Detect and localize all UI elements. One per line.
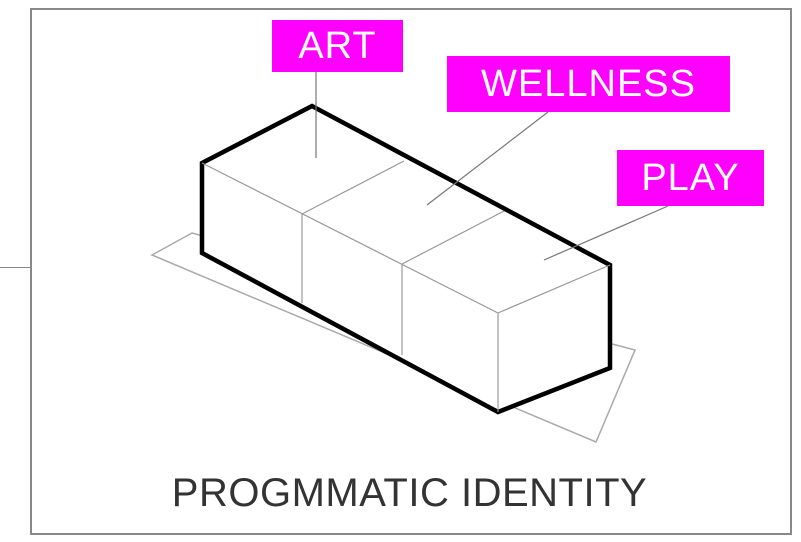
block-front-face	[202, 163, 498, 412]
block-side-face	[498, 265, 610, 412]
diagram-frame	[30, 8, 792, 535]
block-top-face	[202, 106, 610, 313]
block-outline	[199, 103, 613, 415]
art-label-text: ART	[298, 25, 377, 67]
play-label-text: PLAY	[641, 157, 740, 199]
wellness-leader-line	[426, 111, 549, 206]
external-tick-line	[0, 267, 30, 268]
art-label: ART	[272, 20, 403, 72]
block-front-edge	[201, 162, 499, 314]
play-leader-line	[543, 205, 669, 261]
wellness-label: WELLNESS	[447, 56, 730, 112]
play-label: PLAY	[617, 150, 764, 206]
division-line-2-top	[401, 209, 507, 265]
block-top-right-edge	[497, 264, 611, 314]
division-line-1-top	[301, 160, 405, 215]
diagram-caption: PROGMMATIC IDENTITY	[171, 471, 648, 515]
wellness-label-text: WELLNESS	[481, 63, 696, 105]
